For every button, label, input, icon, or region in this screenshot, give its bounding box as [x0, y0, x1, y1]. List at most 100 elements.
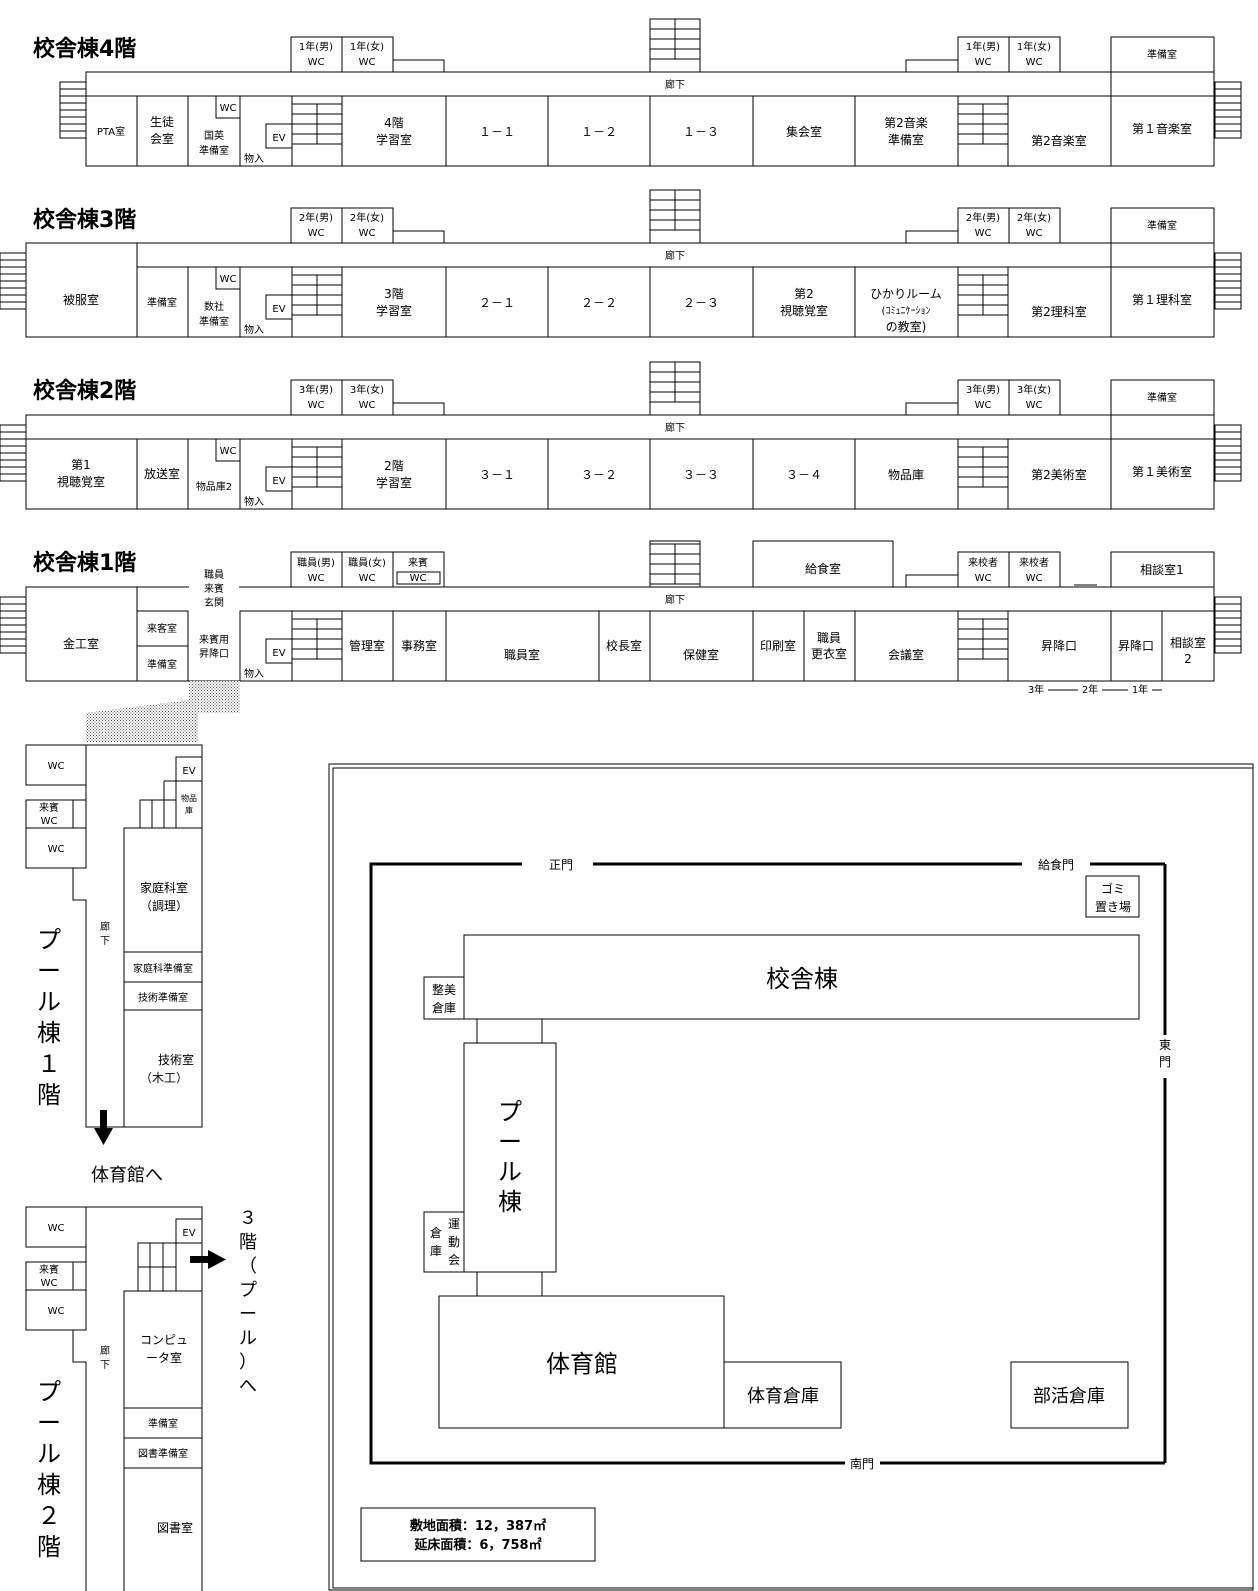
svg-text:ひかりルーム: ひかりルーム — [870, 287, 942, 301]
svg-text:WC: WC — [220, 274, 237, 285]
svg-text:(ｺﾐｭﾆｹｰｼｮﾝ: (ｺﾐｭﾆｹｰｼｮﾝ — [882, 305, 931, 317]
svg-text:職員(女): 職員(女) — [348, 556, 386, 569]
floor-2-title: 校舎棟2階 — [33, 378, 136, 404]
svg-text:WC: WC — [41, 816, 58, 827]
south-gate-label: 南門 — [850, 1456, 874, 1471]
svg-text:第2理科室: 第2理科室 — [1031, 304, 1087, 319]
site-area: 敷地面積：12，387㎡ — [410, 1518, 546, 1534]
svg-text:PTA室: PTA室 — [97, 125, 125, 138]
floor-3-title: 校舎棟3階 — [33, 207, 136, 233]
svg-text:家庭科室: 家庭科室 — [140, 880, 188, 895]
arrow-down-icon — [94, 1110, 113, 1145]
svg-text:EV: EV — [182, 766, 195, 777]
svg-text:2: 2 — [1184, 652, 1192, 666]
svg-text:2年(女): 2年(女) — [350, 211, 384, 224]
svg-text:廊: 廊 — [100, 1344, 110, 1357]
svg-text:準備室: 準備室 — [199, 144, 229, 157]
svg-text:プ: プ — [239, 1280, 257, 1301]
svg-text:WC: WC — [308, 57, 325, 68]
svg-text:ル: ル — [37, 988, 61, 1016]
svg-text:2年(男): 2年(男) — [966, 211, 1000, 224]
svg-text:2年(女): 2年(女) — [1017, 211, 1051, 224]
svg-text:棟: 棟 — [37, 1471, 61, 1499]
svg-text:WC: WC — [308, 228, 325, 239]
svg-text:の教室): の教室) — [886, 319, 927, 334]
svg-text:1年(女): 1年(女) — [1017, 40, 1051, 53]
svg-text:被服室: 被服室 — [63, 292, 99, 307]
svg-text:物入: 物入 — [244, 152, 264, 165]
svg-text:プ: プ — [37, 926, 61, 954]
svg-text:ル: ル — [239, 1328, 257, 1349]
svg-text:棟: 棟 — [37, 1019, 61, 1047]
svg-text:部活倉庫: 部活倉庫 — [1033, 1386, 1105, 1407]
svg-text:２: ２ — [37, 1502, 61, 1530]
svg-text:第１美術室: 第１美術室 — [1132, 464, 1192, 479]
lunch-gate-label: 給食門 — [1038, 857, 1074, 872]
svg-text:2階: 2階 — [384, 458, 404, 473]
svg-text:会室: 会室 — [150, 131, 174, 146]
svg-text:３－１: ３－１ — [479, 468, 515, 482]
svg-text:１－３: １－３ — [683, 125, 719, 139]
floor-2: 校舎棟2階 廊下 3年(男) WC 3年(女) WC 3年(男) WC 3年(女… — [0, 361, 1242, 510]
pool-wing-2f: WC 来賓 WC WC EV コンピュ ータ室 準備室 図書準備室 図書室 廊 … — [25, 1206, 257, 1591]
svg-text:保健室: 保健室 — [683, 647, 719, 662]
svg-text:WC: WC — [975, 228, 992, 239]
svg-text:3年(女): 3年(女) — [350, 383, 384, 396]
svg-text:第2音楽室: 第2音楽室 — [1031, 133, 1087, 148]
svg-text:WC: WC — [41, 1278, 58, 1289]
svg-text:ル: ル — [498, 1158, 522, 1186]
svg-text:ゴミ: ゴミ — [1101, 881, 1125, 896]
svg-text:WC: WC — [359, 228, 376, 239]
svg-text:1年: 1年 — [1132, 683, 1148, 696]
svg-text:WC: WC — [410, 573, 427, 584]
svg-text:３－２: ３－２ — [581, 468, 617, 482]
svg-text:視聴覚室: 視聴覚室 — [780, 303, 828, 318]
svg-text:）: ） — [239, 1352, 257, 1373]
svg-text:２－３: ２－３ — [683, 296, 719, 310]
svg-text:3階: 3階 — [384, 286, 404, 301]
svg-text:階: 階 — [37, 1081, 61, 1109]
svg-text:事務室: 事務室 — [401, 638, 437, 653]
svg-text:ル: ル — [37, 1440, 61, 1468]
svg-text:WC: WC — [1026, 400, 1043, 411]
svg-text:物品庫2: 物品庫2 — [196, 480, 232, 493]
floor-area: 延床面積：6，758㎡ — [413, 1537, 541, 1553]
svg-text:庫: 庫 — [430, 1244, 442, 1258]
svg-text:１－２: １－２ — [581, 125, 617, 139]
svg-text:技術室: 技術室 — [158, 1052, 194, 1067]
svg-text:職員室: 職員室 — [504, 647, 540, 662]
svg-text:来賓: 来賓 — [204, 582, 224, 595]
svg-text:物品: 物品 — [181, 793, 197, 803]
svg-text:学習室: 学習室 — [376, 475, 412, 490]
svg-text:WC: WC — [1026, 228, 1043, 239]
svg-text:廊下: 廊下 — [665, 593, 685, 606]
svg-text:生徒: 生徒 — [150, 115, 174, 129]
svg-text:準備室: 準備室 — [1147, 391, 1177, 404]
svg-text:学習室: 学習室 — [376, 303, 412, 318]
svg-text:第2美術室: 第2美術室 — [1031, 467, 1087, 482]
svg-text:WC: WC — [975, 57, 992, 68]
main-gate-label: 正門 — [549, 858, 573, 872]
svg-text:物入: 物入 — [244, 495, 264, 508]
svg-text:WC: WC — [359, 573, 376, 584]
svg-text:準備室: 準備室 — [148, 1417, 178, 1430]
svg-text:第１理科室: 第１理科室 — [1132, 292, 1192, 307]
svg-text:運: 運 — [448, 1217, 460, 1231]
svg-text:EV: EV — [272, 133, 285, 144]
svg-text:3年: 3年 — [1028, 683, 1044, 696]
svg-text:下: 下 — [100, 936, 110, 947]
svg-text:置き場: 置き場 — [1095, 900, 1131, 914]
svg-text:EV: EV — [272, 476, 285, 487]
svg-text:（木工）: （木工） — [140, 1071, 188, 1085]
svg-text:階: 階 — [37, 1533, 61, 1561]
svg-text:EV: EV — [272, 304, 285, 315]
svg-text:玄関: 玄関 — [204, 596, 224, 609]
svg-text:集会室: 集会室 — [786, 124, 822, 139]
svg-text:棟: 棟 — [498, 1188, 522, 1216]
svg-text:EV: EV — [182, 1228, 195, 1239]
svg-text:国英: 国英 — [204, 129, 224, 142]
svg-text:WC: WC — [1026, 573, 1043, 584]
svg-text:東: 東 — [1159, 1038, 1171, 1052]
svg-text:ー: ー — [37, 957, 61, 985]
svg-text:家庭科準備室: 家庭科準備室 — [133, 962, 193, 975]
